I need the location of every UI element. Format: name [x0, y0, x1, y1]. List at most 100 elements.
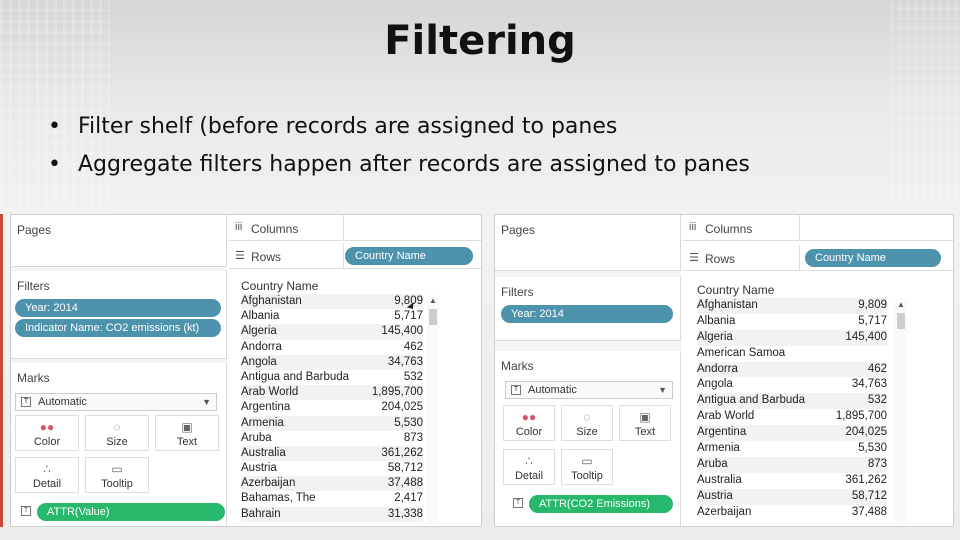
- marks-card: Marks T Automatic ▼ ●● Color ◌ Size ▣ Te…: [495, 351, 681, 526]
- mark-type-dropdown[interactable]: T Automatic ▼: [505, 381, 673, 399]
- scrollbar[interactable]: ▲: [427, 295, 439, 525]
- bullet-item: Filter shelf (before records are assigne…: [48, 108, 750, 146]
- color-button[interactable]: ●● Color: [503, 405, 555, 441]
- country-name: Aruba: [241, 431, 272, 444]
- tooltip-icon: ▭: [581, 454, 593, 468]
- country-name: Bahamas, The: [241, 492, 316, 505]
- co2-value: 9,809: [858, 299, 887, 311]
- rows-shelf[interactable]: ☰ Rows Country Name: [683, 245, 953, 271]
- co2-value: 31,338: [387, 507, 423, 520]
- marks-label: Marks: [17, 371, 50, 385]
- country-name: Argentina: [241, 401, 291, 414]
- filter-pill-year[interactable]: Year: 2014: [501, 305, 673, 323]
- country-name: Afghanistan: [697, 299, 758, 311]
- size-icon: ◌: [113, 420, 121, 434]
- tooltip-label: Tooltip: [101, 478, 133, 490]
- text-button[interactable]: ▣ Text: [155, 415, 219, 451]
- country-name: Albania: [241, 310, 280, 323]
- country-name: Antigua and Barbuda: [241, 370, 350, 383]
- tooltip-button[interactable]: ▭ Tooltip: [85, 457, 149, 493]
- tooltip-label: Tooltip: [571, 470, 603, 482]
- columns-icon: iii: [235, 221, 243, 233]
- mark-type-dropdown[interactable]: T Automatic ▼: [15, 393, 217, 411]
- table-row[interactable]: Argentina 204,025: [241, 400, 423, 415]
- color-button[interactable]: ●● Color: [15, 415, 79, 451]
- scroll-up-icon[interactable]: ▲: [429, 296, 437, 305]
- country-name: Austria: [241, 462, 277, 475]
- co2-value: 462: [403, 340, 423, 353]
- pages-card[interactable]: Pages: [11, 215, 227, 267]
- color-icon: ●●: [521, 410, 537, 424]
- rows-pill-country[interactable]: Country Name: [345, 247, 473, 265]
- filters-card[interactable]: Filters Year: 2014 Indicator Name: CO2 e…: [11, 271, 227, 359]
- columns-shelf[interactable]: iii Columns: [229, 215, 481, 241]
- size-button[interactable]: ◌ Size: [85, 415, 149, 451]
- pages-card[interactable]: Pages: [495, 215, 681, 271]
- table-row[interactable]: Afghanistan 9,809: [697, 298, 887, 314]
- filter-pill-indicator[interactable]: Indicator Name: CO2 emissions (kt): [15, 319, 221, 337]
- measure-row: T ATTR(CO2 Emissions): [513, 495, 673, 515]
- table-row[interactable]: Austria 58,712: [241, 461, 423, 476]
- measure-pill[interactable]: ATTR(CO2 Emissions): [529, 495, 673, 513]
- scroll-thumb[interactable]: [429, 309, 437, 325]
- rows-icon: ☰: [235, 250, 245, 262]
- tooltip-button[interactable]: ▭ Tooltip: [561, 449, 613, 485]
- country-name: Angola: [697, 378, 733, 391]
- filter-pill-year[interactable]: Year: 2014: [15, 299, 221, 317]
- scroll-up-icon[interactable]: ▲: [897, 300, 905, 309]
- scroll-thumb[interactable]: [897, 313, 905, 329]
- detail-button[interactable]: ∴ Detail: [15, 457, 79, 493]
- color-label: Color: [515, 426, 543, 438]
- column-header: Country Name: [241, 279, 319, 293]
- size-button[interactable]: ◌ Size: [561, 405, 613, 441]
- country-name: Argentina: [697, 426, 747, 439]
- text-icon: T: [21, 397, 31, 407]
- co2-value: 37,488: [387, 477, 423, 490]
- country-name: Arab World: [697, 410, 755, 423]
- filters-card[interactable]: Filters Year: 2014: [495, 277, 681, 341]
- co2-value: 58,712: [387, 462, 423, 475]
- measure-pill[interactable]: ATTR(Value): [37, 503, 225, 521]
- detail-button[interactable]: ∴ Detail: [503, 449, 555, 485]
- columns-label: Columns: [705, 222, 753, 236]
- columns-shelf[interactable]: iii Columns: [683, 215, 953, 241]
- rows-icon: ☰: [689, 252, 699, 264]
- country-name: Azerbaijan: [697, 505, 752, 518]
- table-row[interactable]: American Samoa: [697, 346, 887, 362]
- co2-value: 204,025: [381, 401, 423, 414]
- rows-shelf[interactable]: ☰ Rows Country Name: [229, 243, 481, 269]
- country-name: Arab World: [241, 386, 299, 399]
- country-name: American Samoa: [697, 346, 786, 359]
- scrollbar[interactable]: ▲: [895, 299, 907, 526]
- text-label: Text: [176, 436, 198, 448]
- text-label: Text: [634, 426, 656, 438]
- text-button[interactable]: ▣ Text: [619, 405, 671, 441]
- rows-pill-country[interactable]: Country Name: [805, 249, 941, 267]
